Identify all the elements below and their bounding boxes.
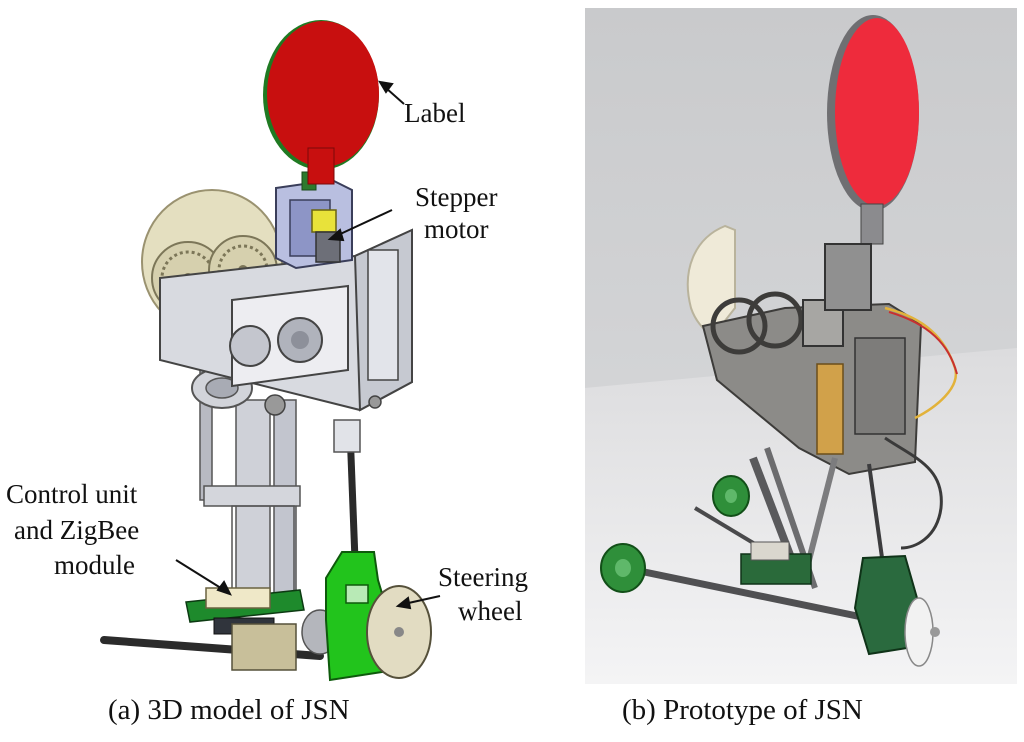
photo-label-disc	[827, 15, 919, 245]
stepper-callout-line1: Stepper	[415, 182, 498, 212]
steering-wheel-icon	[325, 551, 432, 682]
caption-b: (b) Prototype of JSN	[622, 694, 863, 726]
control-callout-line3: module	[54, 550, 135, 580]
panel-prototype-photo	[585, 8, 1017, 684]
steering-callout-line2: wheel	[458, 596, 523, 626]
photo-wheels	[600, 475, 940, 667]
stepper-motor-icon	[275, 171, 353, 270]
model-illustration	[100, 20, 441, 682]
control-callout-line1: Control unit	[6, 479, 138, 509]
stepper-callout-line2: motor	[424, 214, 489, 244]
photo-metal-frame	[701, 243, 958, 550]
prototype-photo	[585, 8, 1017, 684]
label-callout: Label	[404, 98, 466, 128]
callout-arrows	[175, 80, 441, 610]
panel-3d-model: Label Stepper motor Control unit and Zig…	[6, 20, 528, 726]
caption-a: (a) 3D model of JSN	[108, 694, 350, 726]
control-callout-line2: and ZigBee	[14, 515, 140, 545]
steering-callout-line1: Steering	[438, 562, 528, 592]
label-disc-icon	[263, 20, 379, 185]
chassis-frame	[159, 228, 413, 416]
leg-frame	[191, 359, 301, 601]
steering-rod	[333, 419, 361, 561]
